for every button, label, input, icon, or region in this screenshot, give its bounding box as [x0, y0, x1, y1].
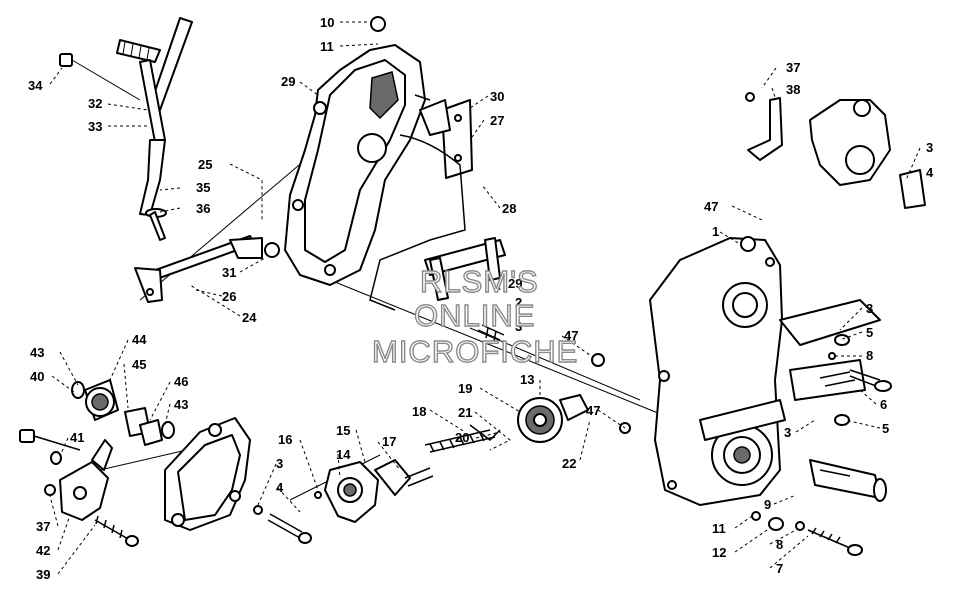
- callout-37-lower: 37: [36, 519, 50, 534]
- callout-8-lower: 8: [776, 537, 783, 552]
- callout-44: 44: [132, 332, 147, 347]
- shift-rod-assembly: [134, 235, 280, 303]
- callout-13: 13: [520, 372, 534, 387]
- shift-lever-assembly: [59, 17, 193, 241]
- callout-42: 42: [36, 543, 50, 558]
- callout-43-lower: 43: [174, 397, 188, 412]
- callout-3-lower-middle: 3: [276, 456, 283, 471]
- callout-5-right: 5: [866, 325, 873, 340]
- callout-leader-lines: [49, 21, 921, 575]
- watermark-line-1: RLSM'S: [420, 264, 539, 299]
- brake-bracket-plate: [369, 99, 506, 311]
- upper-right-bracket-assembly: [745, 92, 926, 209]
- callout-15: 15: [336, 423, 350, 438]
- callout-29-mid: 29: [508, 276, 522, 291]
- callout-18: 18: [412, 404, 426, 419]
- callout-8-right: 8: [866, 348, 873, 363]
- callout-3-upper-right: 3: [926, 140, 933, 155]
- callout-3-lower-right: 3: [784, 425, 791, 440]
- lower-bracket-assembly: [19, 379, 175, 547]
- callout-28: 28: [502, 201, 516, 216]
- right-shaft-assembly: [779, 299, 887, 502]
- callout-12: 12: [712, 545, 726, 560]
- callout-4-lower-middle: 4: [276, 480, 284, 495]
- lower-left-cover: [164, 417, 251, 531]
- callout-20: 20: [455, 430, 469, 445]
- right-fasteners: [751, 334, 892, 556]
- callout-3-center: 3: [515, 319, 522, 334]
- callout-21: 21: [458, 405, 472, 420]
- callout-3-right: 3: [866, 301, 873, 316]
- callout-33: 33: [88, 119, 102, 134]
- callout-6: 6: [880, 397, 887, 412]
- callout-25: 25: [198, 157, 212, 172]
- callout-35: 35: [196, 180, 210, 195]
- callout-7: 7: [776, 561, 783, 576]
- callout-9: 9: [764, 497, 771, 512]
- callout-19: 19: [458, 381, 472, 396]
- callout-43-top: 43: [30, 345, 44, 360]
- callout-11-lower: 11: [712, 521, 726, 536]
- lower-middle-bolt: [253, 491, 322, 544]
- callout-38: 38: [786, 82, 800, 97]
- main-chaincase-housing: [649, 236, 786, 506]
- callout-39: 39: [36, 567, 50, 582]
- callout-5-lower-right: 5: [882, 421, 889, 436]
- callout-11-top: 11: [320, 39, 334, 54]
- callout-30: 30: [490, 89, 504, 104]
- callout-17: 17: [382, 434, 396, 449]
- callout-37-top: 37: [786, 60, 800, 75]
- callout-47-lower: 47: [586, 403, 600, 418]
- callout-41: 41: [70, 430, 84, 445]
- callout-1: 1: [712, 224, 719, 239]
- callout-36: 36: [196, 201, 210, 216]
- callout-2: 2: [515, 295, 522, 310]
- callout-45: 45: [132, 357, 146, 372]
- tensioner-housing: [324, 459, 434, 523]
- callout-40: 40: [30, 369, 44, 384]
- callout-labels: 10 11 29 34 32 33 25 35 36 30 27 28 31 2…: [28, 15, 934, 582]
- callout-27: 27: [490, 113, 504, 128]
- watermark: RLSM'S ONLINE MICROFICHE: [371, 263, 578, 369]
- callout-32: 32: [88, 96, 102, 111]
- callout-46: 46: [174, 374, 188, 389]
- callout-10-top: 10: [320, 15, 334, 30]
- callout-14: 14: [336, 447, 351, 462]
- callout-22: 22: [562, 456, 576, 471]
- callout-47-right: 47: [704, 199, 718, 214]
- callout-24: 24: [242, 310, 257, 325]
- callout-4-upper-right: 4: [926, 165, 934, 180]
- callout-16: 16: [278, 432, 292, 447]
- chaincase-cover-top: [284, 16, 431, 286]
- sprocket-assembly: [424, 324, 631, 453]
- callout-29-top: 29: [281, 74, 295, 89]
- callout-47-center: 47: [564, 328, 578, 343]
- callout-26: 26: [222, 289, 236, 304]
- watermark-line-2: ONLINE: [414, 298, 535, 333]
- callout-34: 34: [28, 78, 43, 93]
- watermark-line-3: MICROFICHE: [372, 334, 578, 369]
- callout-31: 31: [222, 265, 236, 280]
